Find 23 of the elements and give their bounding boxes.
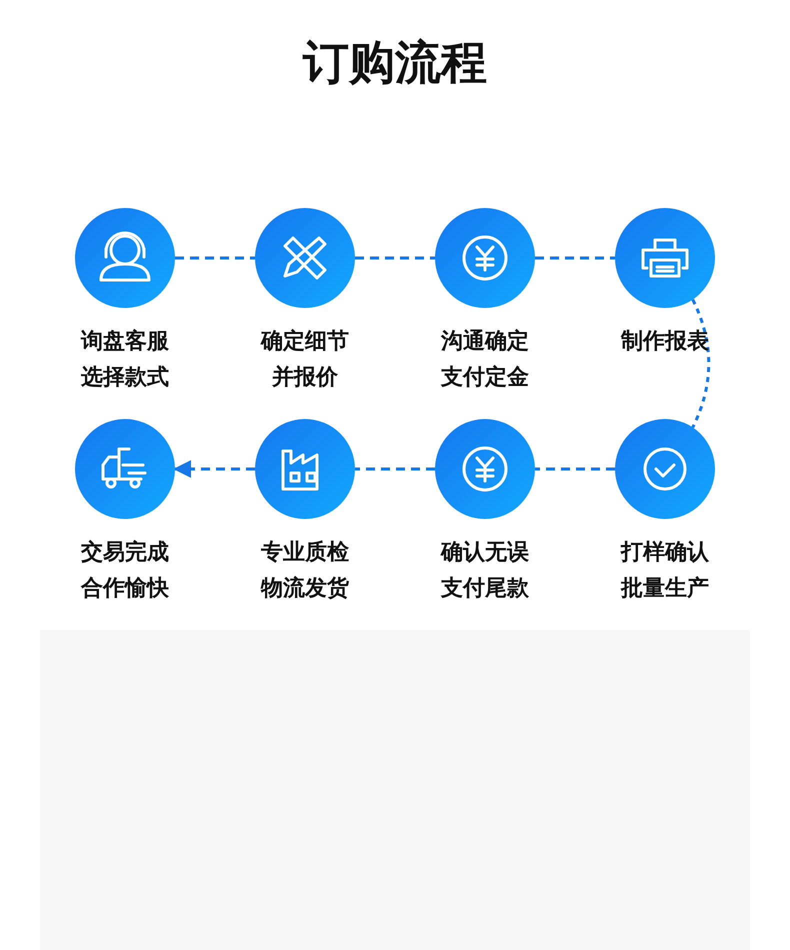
step-label: 物流发货 bbox=[261, 574, 349, 603]
step-label: 支付尾款 bbox=[441, 575, 529, 603]
connector-line bbox=[691, 298, 710, 428]
step-label: 支付定金 bbox=[441, 364, 529, 392]
step-label: 批量生产 bbox=[621, 575, 709, 603]
step-label: 专业质检 bbox=[261, 539, 349, 567]
connector-line bbox=[175, 256, 255, 260]
step-label: 制作报表 bbox=[621, 328, 709, 356]
connector-line bbox=[355, 256, 435, 260]
connector-line bbox=[355, 468, 435, 470]
arrow bbox=[173, 460, 255, 478]
title: 订购流程 bbox=[302, 34, 488, 91]
connector-line bbox=[535, 256, 615, 260]
step-label: 确认无误 bbox=[441, 539, 529, 567]
step-label: 沟通确定 bbox=[441, 328, 529, 356]
step-label: 并报价 bbox=[272, 364, 338, 392]
step-label: 打样确认 bbox=[621, 539, 709, 567]
connector-line bbox=[535, 468, 615, 470]
step-label: 确定细节 bbox=[261, 328, 349, 356]
step-label: 合作愉快 bbox=[81, 575, 169, 603]
step-label: 询盘客服 bbox=[81, 328, 169, 356]
step-label: 选择款式 bbox=[81, 364, 169, 392]
step-label: 交易完成 bbox=[81, 538, 169, 567]
